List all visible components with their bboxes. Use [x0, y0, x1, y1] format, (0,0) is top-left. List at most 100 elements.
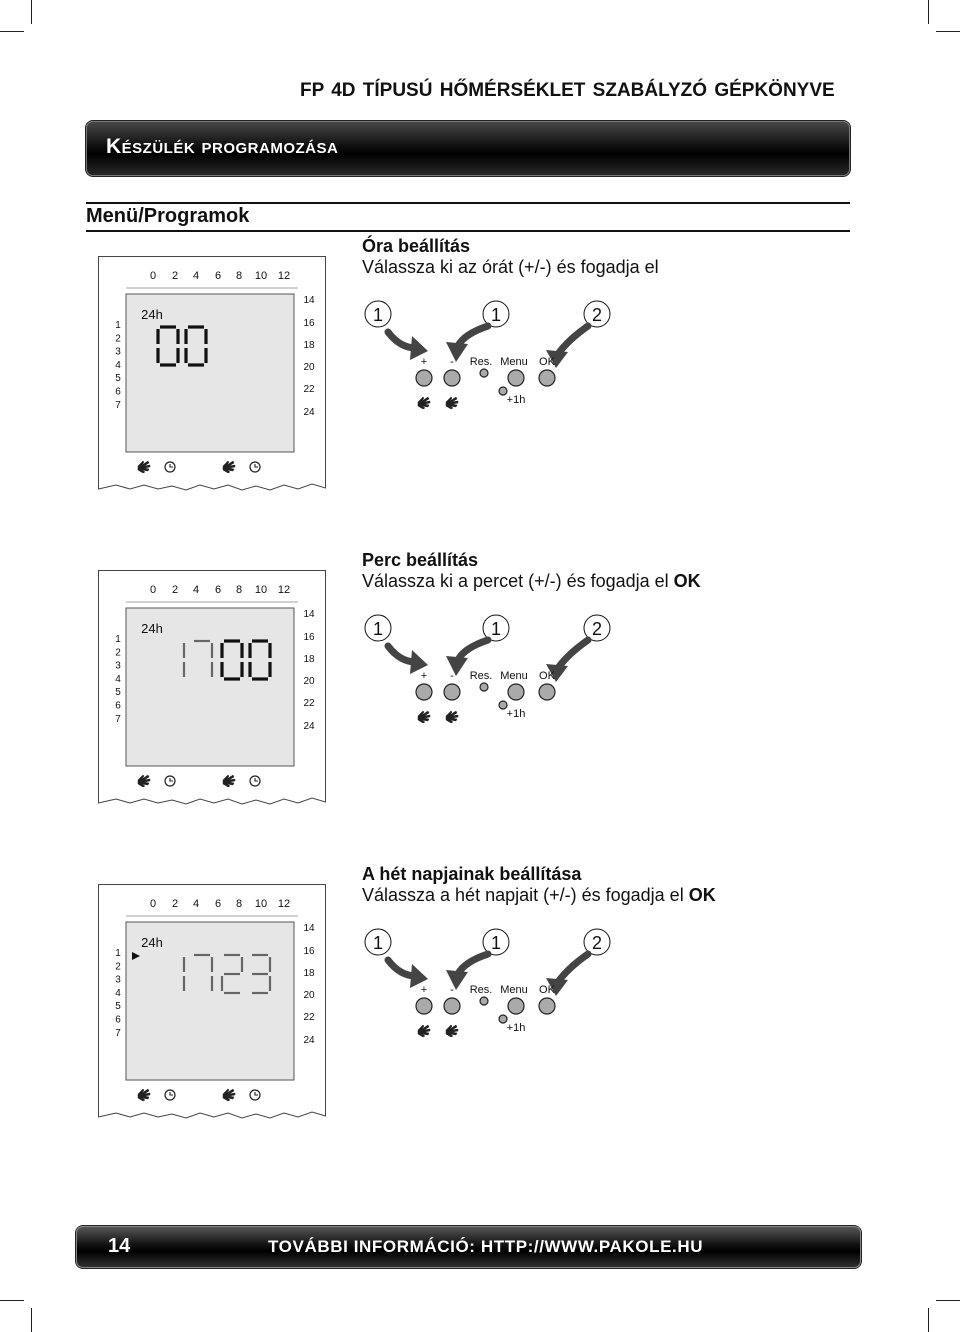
crop-mark: [928, 1308, 929, 1332]
hour-label-right: 24: [303, 407, 315, 418]
minus-button[interactable]: [443, 683, 461, 701]
step-marker-circle: [583, 928, 611, 956]
key-label-ok: OK: [539, 356, 556, 368]
arrow-minus: [454, 636, 492, 664]
day-label: 4: [115, 988, 121, 999]
hour-label-right: 24: [303, 721, 315, 732]
day-label: 2: [115, 333, 121, 344]
ok-button[interactable]: [538, 997, 556, 1015]
menu-button[interactable]: [507, 683, 525, 701]
plus-button[interactable]: [415, 369, 433, 387]
plus-hand-icon: [417, 710, 431, 724]
minus-button[interactable]: [443, 369, 461, 387]
hour-label-top: 8: [236, 898, 242, 910]
crop-mark: [936, 1300, 960, 1301]
plus-hand-icon: [417, 396, 431, 410]
footer-info-link: TOVÁBBI INFORMÁCIÓ: HTTP://WWW.PAKOLE.HU: [268, 1237, 704, 1256]
lcd-digit: [194, 639, 214, 677]
day-label: 1: [115, 320, 121, 331]
day-label: 2: [115, 961, 121, 972]
crop-mark: [31, 1308, 32, 1332]
ok-button[interactable]: [538, 683, 556, 701]
plus-button[interactable]: [415, 683, 433, 701]
clock-hands: [254, 1092, 258, 1096]
arrow-minus: [454, 950, 492, 978]
day-label: 6: [115, 1015, 121, 1026]
plus1h-button[interactable]: [498, 386, 508, 396]
day-label: 6: [115, 701, 121, 712]
lcd-screen: [125, 293, 295, 453]
hour-label-right: 20: [303, 362, 315, 373]
ok-button[interactable]: [538, 369, 556, 387]
hour-label-top: 10: [255, 270, 267, 282]
hour-label-right: 22: [303, 698, 315, 709]
mode-24h-label: 24h: [141, 621, 163, 636]
day-label: 7: [115, 714, 121, 725]
reset-button[interactable]: [479, 996, 489, 1006]
key-label-plus: +: [421, 356, 427, 368]
step-marker-circle: [482, 614, 510, 642]
hour-label-top: 8: [236, 584, 242, 596]
plus1h-button[interactable]: [498, 700, 508, 710]
hour-label-right: 18: [303, 340, 315, 351]
clock-hands: [169, 464, 173, 468]
day-label: 7: [115, 1028, 121, 1039]
day-label: 3: [115, 661, 121, 672]
lcd-digit: [252, 953, 272, 995]
step-description: Válassza ki az órát (+/-) és fogadja el: [362, 257, 659, 277]
clock-icon: [164, 775, 176, 787]
plus-hand-icon: [417, 1024, 431, 1038]
key-label-res: Res.: [470, 356, 493, 368]
reset-button[interactable]: [479, 368, 489, 378]
arrow-plus-head: [410, 650, 428, 674]
key-label-plus: +: [421, 670, 427, 682]
clock-icon: [164, 461, 176, 473]
clock-icon: [249, 775, 261, 787]
step-marker-circle: [583, 614, 611, 642]
lcd-digit: [184, 325, 208, 367]
step-marker: 1: [364, 614, 392, 642]
step-marker: 2: [583, 300, 611, 328]
hand-icon: [222, 774, 236, 788]
menu-button[interactable]: [507, 997, 525, 1015]
hour-label-top: 6: [215, 584, 221, 596]
hour-label-right: 20: [303, 990, 315, 1001]
clock-face: [164, 1089, 176, 1101]
hour-label-right: 24: [303, 1035, 315, 1046]
reset-button[interactable]: [479, 682, 489, 692]
plus-button[interactable]: [415, 997, 433, 1015]
clock-face: [164, 775, 176, 787]
plus1h-button[interactable]: [498, 1014, 508, 1024]
step-marker-circle: [364, 300, 392, 328]
day-label: 4: [115, 360, 121, 371]
step-marker: 1: [364, 300, 392, 328]
key-label-plus1h: +1h: [507, 708, 526, 720]
key-label-plus1h: +1h: [507, 1022, 526, 1034]
clock-face: [249, 461, 261, 473]
key-label-minus: -: [450, 670, 454, 682]
step-marker-circle: [364, 614, 392, 642]
arrow-ok: [554, 950, 592, 986]
step-description: Válassza a hét napjait (+/-) és fogadja …: [362, 885, 716, 905]
hour-label-top: 2: [172, 270, 178, 282]
hour-label-right: 14: [303, 609, 315, 620]
menu-button[interactable]: [507, 369, 525, 387]
hour-label-right: 22: [303, 1012, 315, 1023]
day-label: 5: [115, 1001, 121, 1012]
step-marker-circle: [583, 300, 611, 328]
clock-hands: [169, 1092, 173, 1096]
step-marker-number: 1: [373, 933, 383, 953]
section-title: Menü/Programok: [86, 205, 250, 227]
key-label-minus: -: [450, 984, 454, 996]
arrow-minus-head: [446, 656, 468, 676]
arrow-minus-head: [446, 970, 468, 990]
minus-button[interactable]: [443, 997, 461, 1015]
chapter-banner: Készülék programozása: [86, 121, 850, 176]
page-footer: 14 TOVÁBBI INFORMÁCIÓ: HTTP://WWW.PAKOLE…: [76, 1226, 861, 1268]
crop-mark: [0, 31, 24, 32]
step-marker: 1: [482, 300, 510, 328]
step-marker-number: 2: [592, 305, 602, 325]
